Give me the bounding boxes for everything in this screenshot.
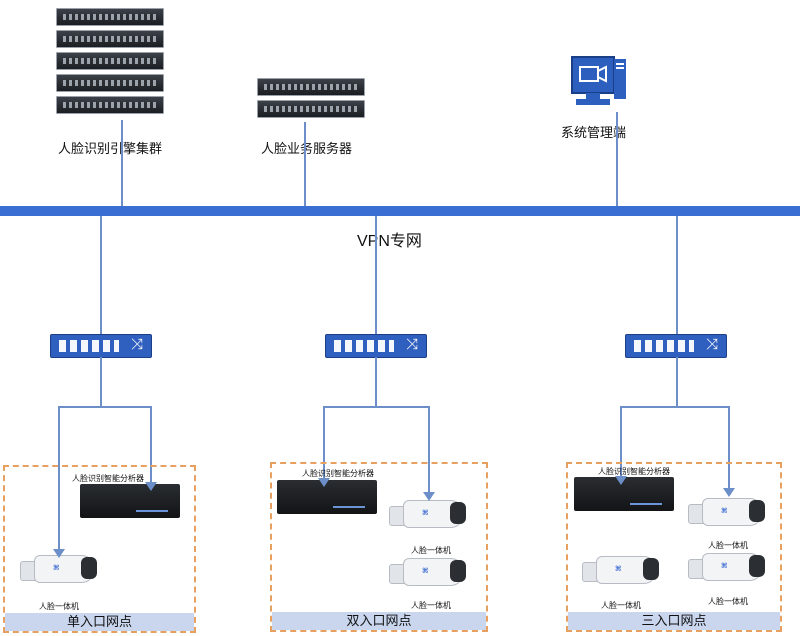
camera-icon: ⌘ xyxy=(582,552,662,588)
vpn-backbone xyxy=(0,206,800,216)
drop-site1 xyxy=(100,216,102,334)
engine-uplink xyxy=(121,120,123,206)
camera-label: 人脸一体机 xyxy=(39,602,79,611)
site-box-single: 单入口网点 xyxy=(3,465,196,633)
analyzer-box-icon xyxy=(277,480,377,514)
switch-down-site1 xyxy=(100,357,102,407)
camera-icon: ⌘ xyxy=(20,551,100,587)
monitor-computer-icon xyxy=(571,56,626,105)
switch-down-site3 xyxy=(676,357,678,407)
branch-site3 xyxy=(620,406,730,408)
branch-site1 xyxy=(58,406,152,408)
site3-to-camera xyxy=(728,406,730,490)
camera-icon: ⌘ xyxy=(389,496,469,532)
camera-label: 人脸一体机 xyxy=(708,597,748,606)
camera-label: 人脸一体机 xyxy=(708,541,748,550)
site-name: 单入口网点 xyxy=(5,613,194,631)
site3-to-analyzer xyxy=(620,406,622,478)
engine-cluster-label: 人脸识别引擎集群 xyxy=(58,141,163,156)
management-label: 系统管理端 xyxy=(561,125,627,140)
branch-site2 xyxy=(323,406,429,408)
analyzer-label: 人脸识别智能分析器 xyxy=(72,474,144,483)
camera-label: 人脸一体机 xyxy=(411,546,451,555)
analyzer-label: 人脸识别智能分析器 xyxy=(302,469,374,478)
analyzer-box-icon xyxy=(574,477,674,511)
vpn-label: VPN专网 xyxy=(357,233,422,250)
analyzer-label: 人脸识别智能分析器 xyxy=(598,467,670,476)
site2-to-analyzer xyxy=(323,406,325,480)
analyzer-box-icon xyxy=(80,484,180,518)
site-box-triple: 三入口网点 xyxy=(566,462,782,632)
camera-icon: ⌘ xyxy=(389,554,469,590)
management-uplink xyxy=(616,112,618,206)
site1-to-analyzer xyxy=(150,406,152,484)
engine-cluster-icon xyxy=(56,8,164,120)
switch-down-site2 xyxy=(375,357,377,407)
site-name: 双入口网点 xyxy=(272,612,486,630)
camera-icon: ⌘ xyxy=(688,549,768,585)
site1-to-camera xyxy=(58,406,60,551)
business-uplink xyxy=(304,122,306,206)
drop-site3 xyxy=(676,216,678,334)
site-box-double: 双入口网点 xyxy=(270,462,488,632)
site2-to-camera xyxy=(428,406,430,494)
business-server-label: 人脸业务服务器 xyxy=(261,141,353,156)
site-name: 三入口网点 xyxy=(568,612,780,630)
camera-label: 人脸一体机 xyxy=(601,601,641,610)
camera-icon: ⌘ xyxy=(688,494,768,530)
drop-site2 xyxy=(375,216,377,334)
business-server-icon xyxy=(257,70,365,122)
camera-label: 人脸一体机 xyxy=(411,601,451,610)
